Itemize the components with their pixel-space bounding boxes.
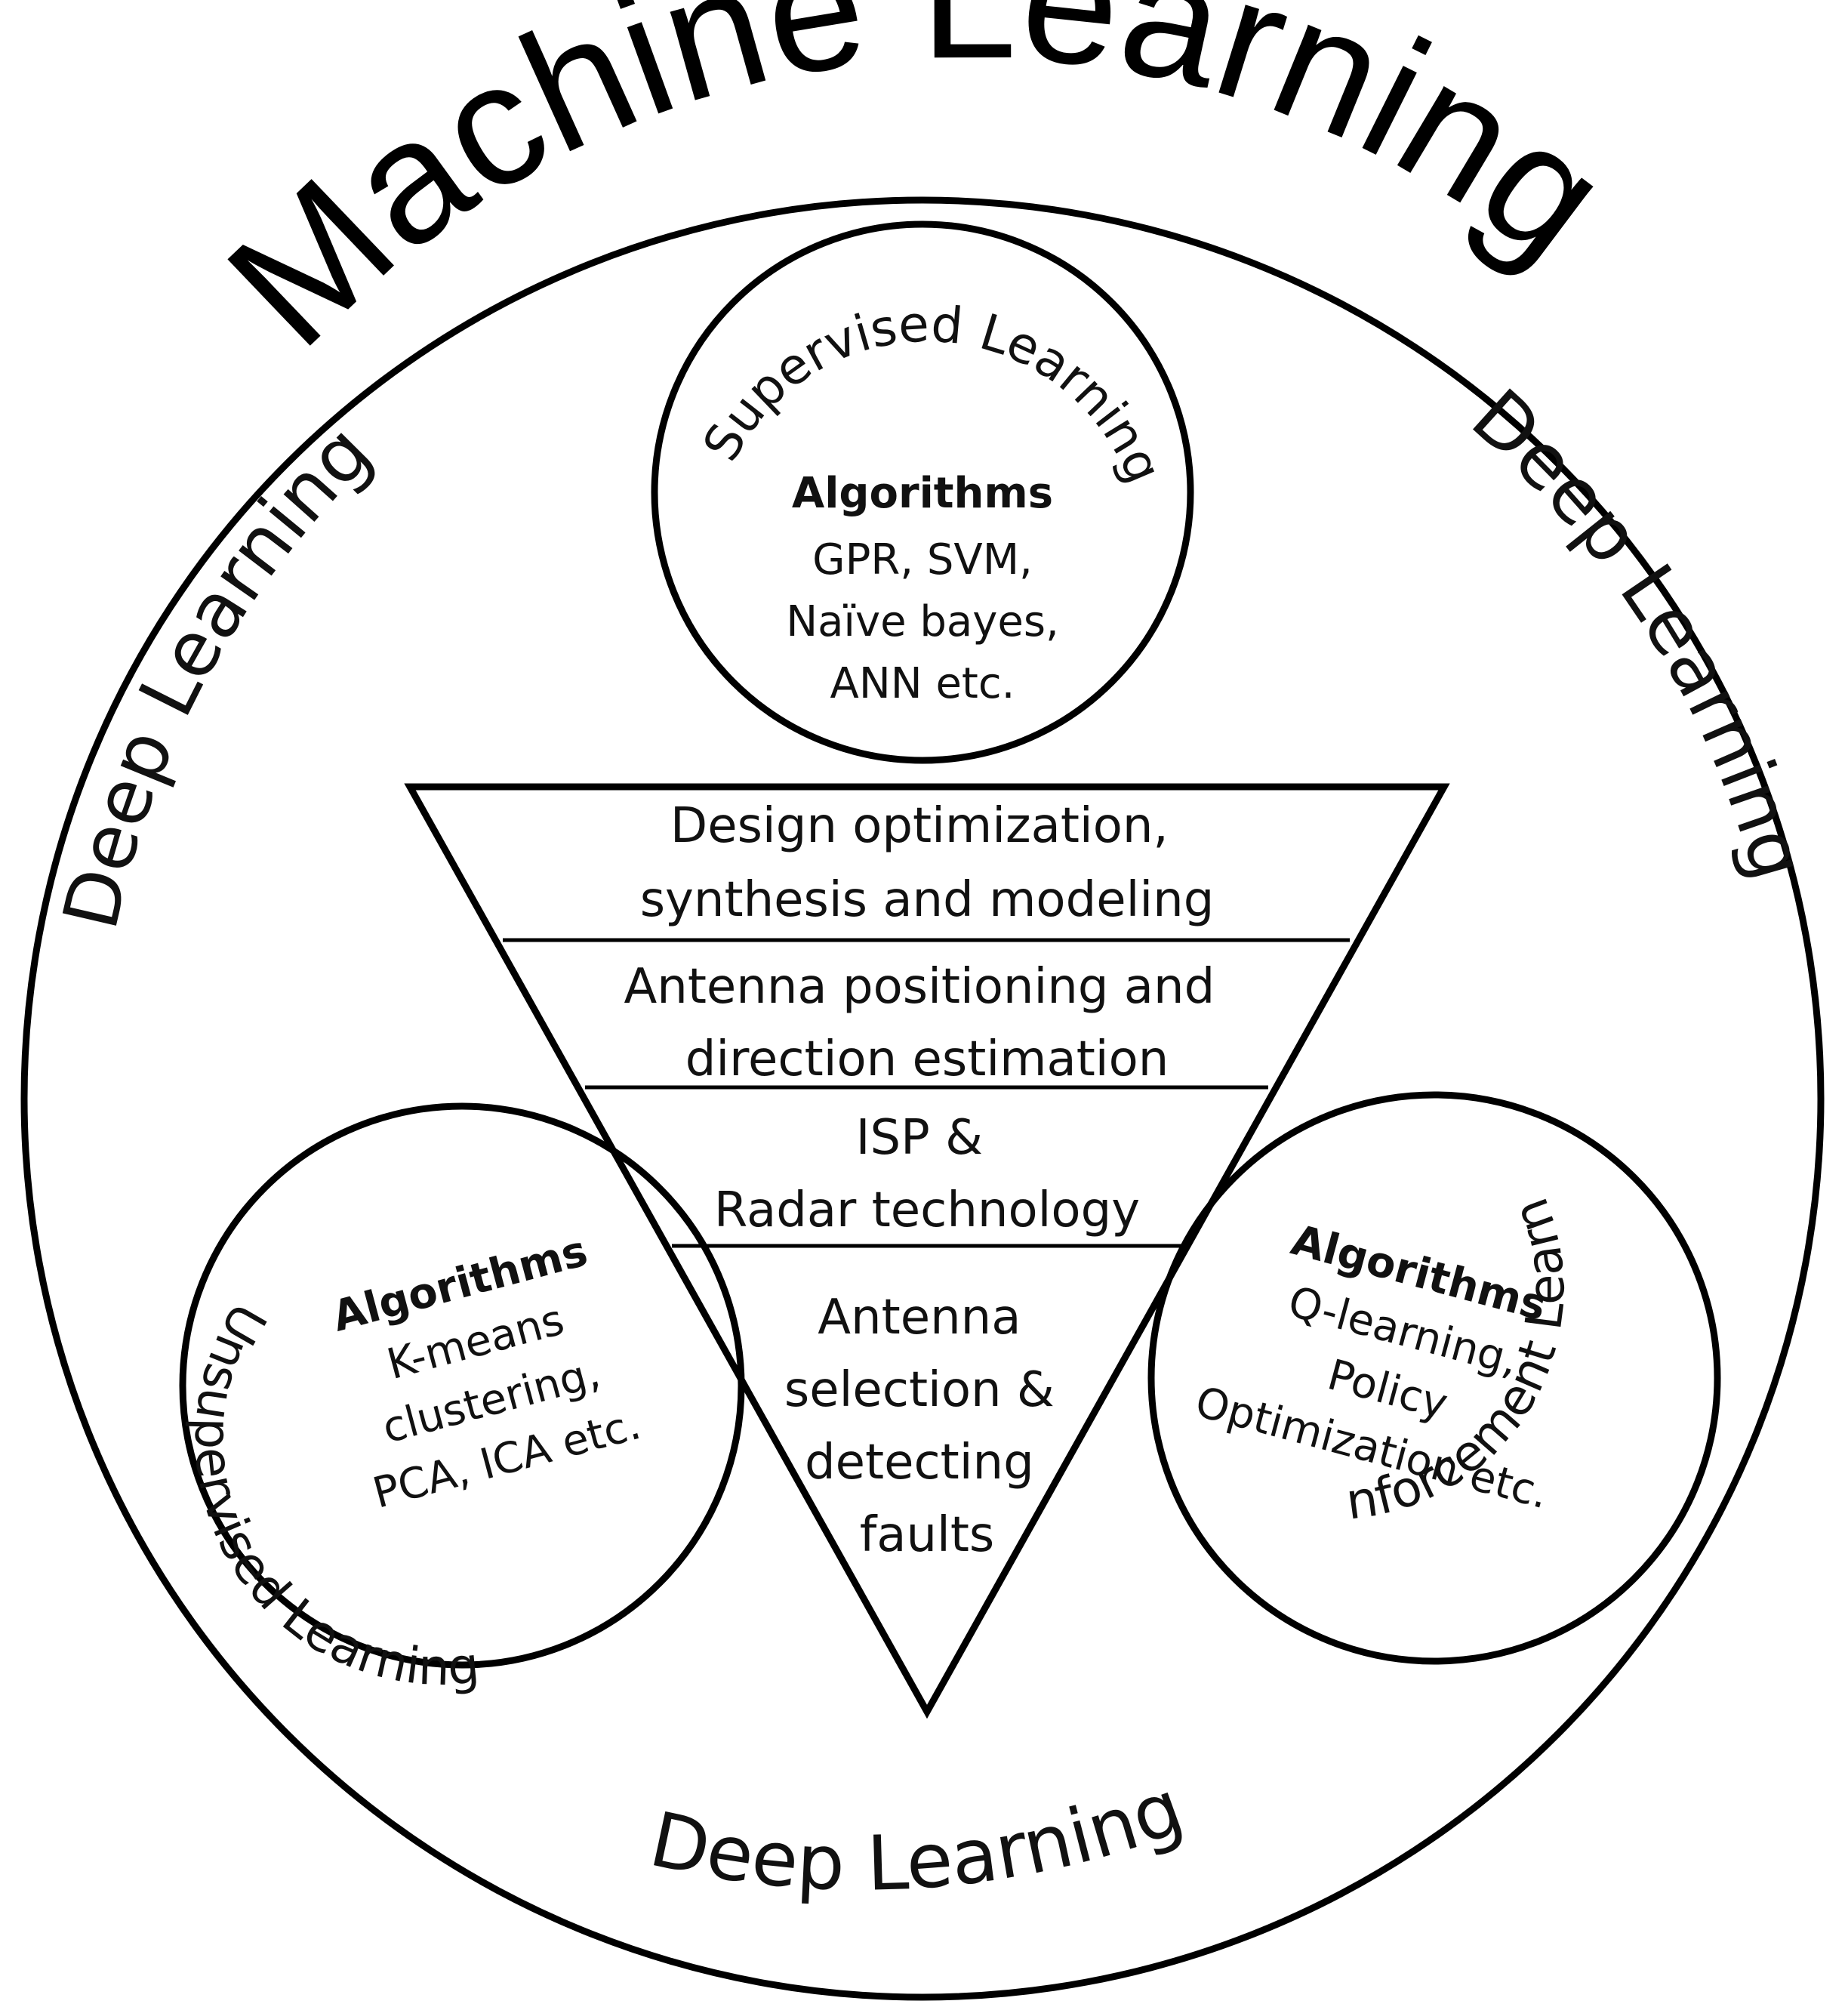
deep-learning-bottom-path: Deep Learning bbox=[643, 1763, 1194, 1908]
deep-learning-left: Deep Learning bbox=[46, 408, 388, 937]
supervised-algorithm-line: Naïve bayes, bbox=[786, 597, 1059, 646]
outer-circle bbox=[20, 196, 1825, 2001]
reinforcement-circle bbox=[1147, 1091, 1721, 1665]
deep-learning-right: Deep Learning bbox=[1455, 372, 1823, 889]
application-line: direction estimation bbox=[685, 1031, 1169, 1087]
supervised-learning-group: Supervised Learning Algorithms GPR, SVM,… bbox=[651, 220, 1194, 764]
applications-triangle-group: Design optimization, synthesis and model… bbox=[404, 783, 1450, 1719]
supervised-algorithm-line: ANN etc. bbox=[830, 659, 1015, 708]
application-isp-radar: ISP & Radar technology bbox=[714, 1110, 1140, 1238]
application-antenna-positioning: Antenna positioning and direction estima… bbox=[624, 959, 1230, 1087]
application-design-optimization: Design optimization, synthesis and model… bbox=[640, 798, 1215, 928]
supervised-circle bbox=[651, 220, 1194, 764]
application-line: Antenna bbox=[818, 1290, 1021, 1346]
unsupervised-circle bbox=[179, 1102, 745, 1669]
application-line: Design optimization, bbox=[670, 798, 1169, 854]
deep-learning-left-path: Deep Learning bbox=[46, 408, 388, 937]
application-line: ISP & bbox=[856, 1110, 983, 1166]
deep-learning-bottom: Deep Learning bbox=[643, 1763, 1194, 1908]
supervised-label: Supervised Learning bbox=[691, 294, 1173, 491]
application-line: detecting bbox=[805, 1435, 1034, 1491]
application-antenna-selection: Antenna selection & detecting faults bbox=[784, 1290, 1070, 1563]
application-line: selection & bbox=[784, 1362, 1055, 1418]
unsupervised-learning-group: Unsupervised Learning Algorithms K-means… bbox=[179, 1102, 745, 1697]
application-line: Radar technology bbox=[714, 1182, 1140, 1238]
application-line: Antenna positioning and bbox=[624, 959, 1215, 1015]
unsupervised-algorithms-block: Algorithms K-means clustering, PCA, ICA … bbox=[328, 1226, 646, 1518]
supervised-algorithms-heading: Algorithms bbox=[792, 469, 1053, 518]
supervised-label-path: Supervised Learning bbox=[691, 294, 1173, 491]
application-line: faults bbox=[860, 1507, 995, 1563]
application-line: synthesis and modeling bbox=[640, 872, 1215, 928]
supervised-algorithm-line: GPR, SVM, bbox=[812, 535, 1033, 584]
deep-learning-right-path: Deep Learning bbox=[1455, 372, 1823, 889]
